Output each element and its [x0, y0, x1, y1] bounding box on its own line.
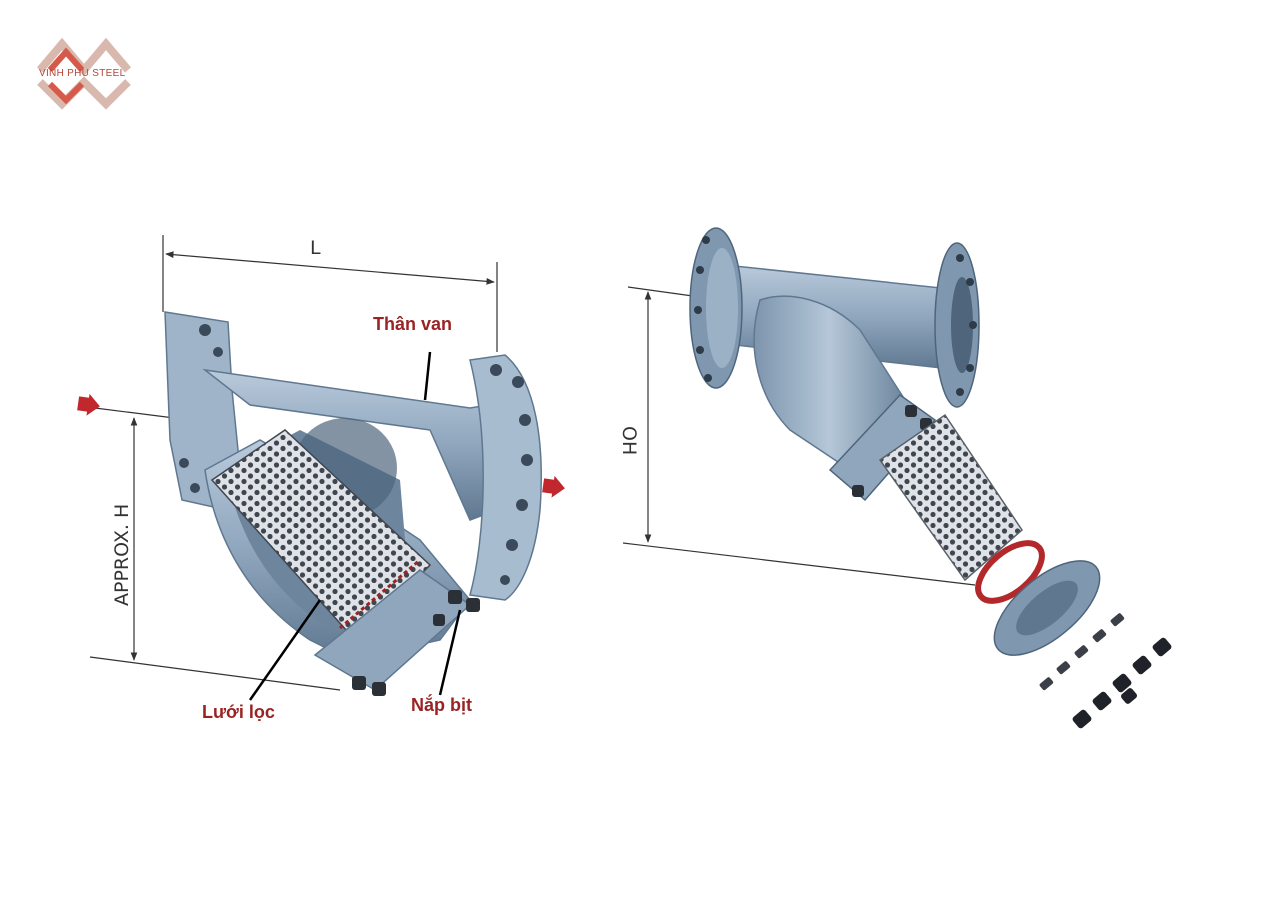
dimension-oh: OH [618, 286, 976, 586]
leader-cover [438, 609, 462, 696]
leader-body [423, 351, 432, 401]
vinh-phu-steel-logo: VINH PHU STEEL [36, 37, 132, 110]
strainer-body [689, 227, 980, 502]
label-body: Thân van [373, 314, 452, 334]
logo-text: VINH PHU STEEL [39, 68, 126, 79]
inlet-arrow-icon [77, 393, 100, 416]
filter-screen [210, 429, 432, 642]
exploded-view: OH [618, 227, 1172, 729]
dimension-height: APPROX. H [89, 407, 341, 691]
cutaway-view: L APPROX. H [77, 235, 565, 722]
dimension-length-label: L [310, 237, 321, 259]
dimension-oh-label: OH [618, 426, 640, 455]
cover-flange [993, 560, 1101, 656]
washers [1039, 613, 1125, 691]
nuts [1072, 637, 1172, 729]
gasket-ring [975, 540, 1045, 604]
cover-bolts [352, 590, 480, 696]
label-cover: Nắp bịt [411, 694, 472, 715]
strainer-basket [878, 413, 1023, 582]
label-screen: Lưới lọc [202, 702, 275, 722]
outlet-arrow-icon [542, 475, 565, 498]
flange-bolt-holes [179, 324, 533, 585]
dimension-length: L [162, 235, 498, 352]
leader-screen [248, 599, 322, 701]
cover-cap [313, 569, 480, 696]
logo-chevrons-icon [36, 37, 132, 110]
dimension-height-label: APPROX. H [111, 504, 133, 606]
